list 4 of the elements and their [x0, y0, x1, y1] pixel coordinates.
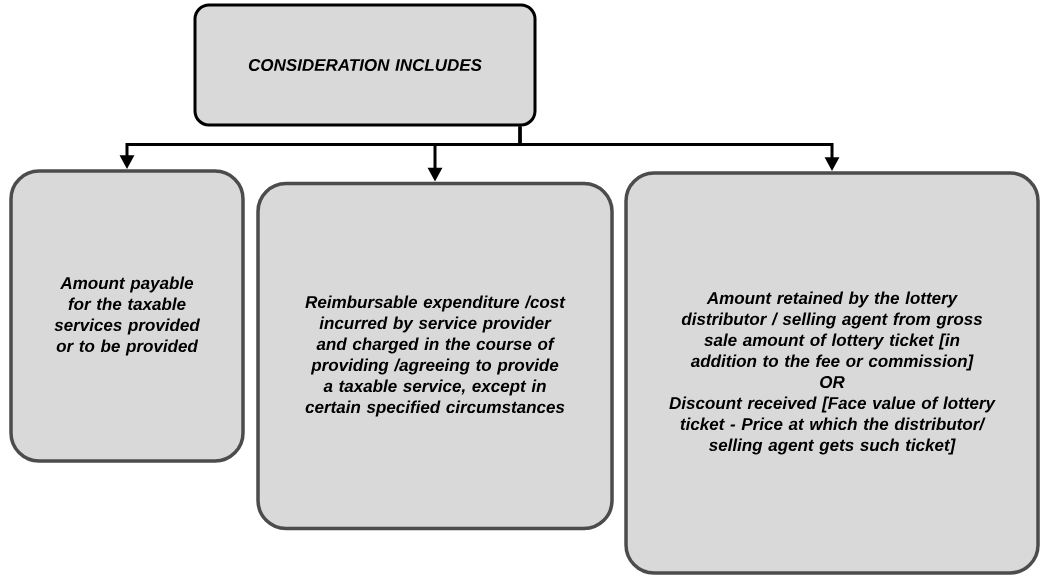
category-box: Reimbursable expenditure /cost incurred by service provider and charged in the course of providing /agreeing to provide a taxable service, except in certain specified circumstances — [256, 181, 614, 531]
category-box: Amount payable for the taxable services provided or to be provided — [9, 169, 245, 463]
category-box: Amount retained by the lottery distributor / selling agent from gross sale amount of lottery ticket [in addition to the fee or commission] OR Discount received [Face value of lottery ticket - Price at which the distributor/ selling agent gets such ticket] — [624, 171, 1040, 575]
heading-box: CONSIDERATION INCLUDES — [193, 3, 537, 127]
